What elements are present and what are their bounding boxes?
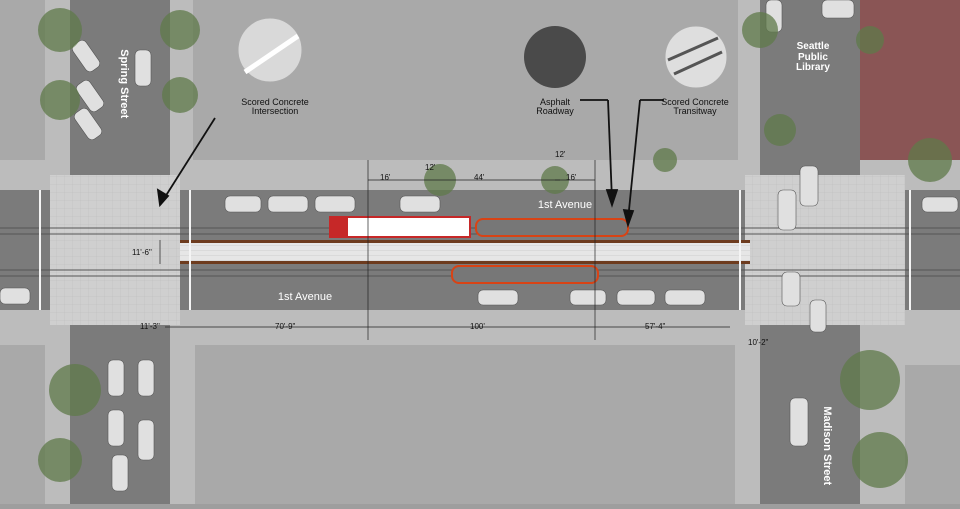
dim-10ft-2in: 10'-2": [748, 338, 769, 347]
platform-edge-north: [180, 240, 750, 243]
spring-intersection: [50, 175, 180, 325]
dim-57ft-4in: 57'-4": [645, 322, 666, 331]
label-scored-concrete-transitway: Scored Concrete Transitway: [661, 97, 729, 117]
dim-44ft: 44': [474, 173, 485, 182]
dim-12ft-b: 12': [555, 150, 566, 159]
label-scored-concrete-intersection: Scored Concrete Intersection: [241, 97, 309, 117]
streetcar-north-cab: [330, 217, 348, 237]
dim-16ft-b: 16': [566, 173, 577, 182]
building-south-block: [195, 345, 735, 504]
building-nw-corner: [0, 0, 45, 160]
dimension-lines: [159, 160, 730, 340]
library-building: [860, 0, 960, 160]
dim-11ft-3in: 11'-3": [140, 322, 160, 331]
label-seattle-public-library: Seattle Public Library: [796, 41, 830, 73]
label-madison-street: Madison Street: [820, 406, 833, 486]
label-asphalt-roadway: Asphalt Roadway: [536, 97, 574, 117]
parked-cars: [0, 0, 959, 492]
asphalt-swatch: [524, 26, 586, 88]
label-first-avenue-south: 1st Avenue: [277, 291, 333, 303]
transitway: [180, 240, 750, 264]
streetcar-north-2: [475, 218, 629, 237]
platform-edge-south: [180, 261, 750, 264]
dim-16ft-a: 16': [380, 173, 391, 182]
building-se-corner: [905, 365, 960, 504]
callout-leaders: [156, 99, 664, 229]
label-spring-street: Spring Street: [117, 49, 130, 119]
street-trees: [38, 8, 952, 488]
dim-11ft-6in: 11'-6": [132, 248, 152, 257]
madison-intersection: [745, 175, 905, 325]
crosswalks: [39, 190, 911, 310]
building-sw-corner: [0, 345, 45, 504]
streetcar-north: [329, 216, 471, 238]
streetcar-south: [451, 265, 599, 284]
dim-12ft-top: 12': [425, 163, 436, 172]
label-first-avenue-north: 1st Avenue: [537, 199, 593, 211]
dim-100ft: 100': [470, 322, 485, 331]
dim-70ft-9in: 70'-9": [275, 322, 296, 331]
